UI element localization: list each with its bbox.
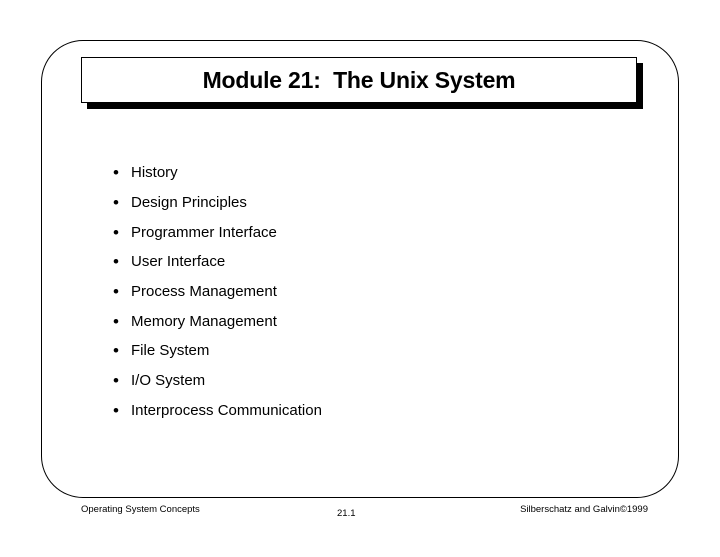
list-item: • History xyxy=(113,158,322,188)
bullet-text: Process Management xyxy=(131,283,277,301)
bullet-icon: • xyxy=(113,163,119,183)
bullet-text: History xyxy=(131,164,178,182)
footer-page-number: 21.1 xyxy=(337,508,356,519)
list-item: • Memory Management xyxy=(113,306,322,336)
list-item: • File System xyxy=(113,336,322,366)
footer-book-title: Operating System Concepts xyxy=(81,504,200,515)
list-item: • Interprocess Communication xyxy=(113,396,322,426)
list-item: • Programmer Interface xyxy=(113,217,322,247)
slide-title: Module 21: The Unix System xyxy=(202,66,516,93)
footer-copyright: Silberschatz and Galvin©1999 xyxy=(520,504,648,515)
bullet-icon: • xyxy=(113,341,119,361)
bullet-icon: • xyxy=(113,282,119,302)
bullet-text: File System xyxy=(131,342,210,360)
bullet-text: User Interface xyxy=(131,253,226,271)
list-item: • Process Management xyxy=(113,277,322,307)
bullet-list: • History • Design Principles • Programm… xyxy=(113,158,322,425)
list-item: • I/O System xyxy=(113,366,322,396)
bullet-icon: • xyxy=(113,371,119,391)
bullet-text: I/O System xyxy=(131,372,206,390)
bullet-icon: • xyxy=(113,252,119,272)
bullet-text: Design Principles xyxy=(131,194,247,212)
slide-frame xyxy=(41,40,679,498)
list-item: • Design Principles xyxy=(113,188,322,218)
title-box: Module 21: The Unix System xyxy=(81,57,637,103)
bullet-icon: • xyxy=(113,193,119,213)
bullet-text: Programmer Interface xyxy=(131,223,277,241)
bullet-text: Interprocess Communication xyxy=(131,401,322,419)
bullet-icon: • xyxy=(113,222,119,242)
bullet-icon: • xyxy=(113,311,119,331)
list-item: • User Interface xyxy=(113,247,322,277)
bullet-text: Memory Management xyxy=(131,312,277,330)
bullet-icon: • xyxy=(113,400,119,420)
